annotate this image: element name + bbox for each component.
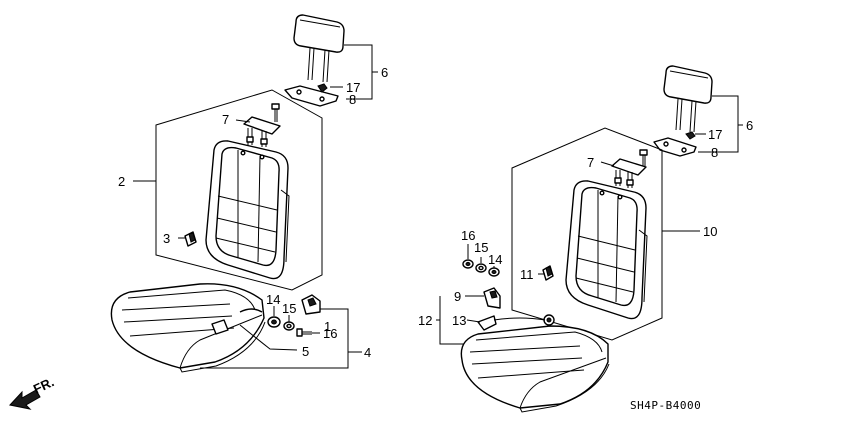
label-part-8-right: 8 <box>711 145 718 160</box>
label-part-7-left: 7 <box>222 112 229 127</box>
left-hinge-bracket <box>243 116 281 147</box>
left-seat-assembly <box>110 14 378 373</box>
left-trim-clip <box>184 231 197 247</box>
left-headrest <box>293 14 345 83</box>
right-clip <box>685 131 696 140</box>
right-hinge-bracket <box>611 158 647 188</box>
left-seat-cushion <box>110 283 266 373</box>
right-bolt <box>639 149 648 166</box>
left-nut-14 <box>267 316 281 328</box>
label-part-7-right: 7 <box>587 155 594 170</box>
right-seat-assembly <box>436 65 743 413</box>
front-direction-label: FR. <box>31 374 56 396</box>
right-washer-15 <box>475 263 487 273</box>
label-part-17-left: 17 <box>346 80 360 95</box>
label-part-6-left: 6 <box>381 65 388 80</box>
label-part-5: 5 <box>302 344 309 359</box>
right-group-boundary <box>511 127 663 341</box>
label-part-4: 4 <box>364 345 371 360</box>
label-part-10: 10 <box>703 224 717 239</box>
front-direction-indicator: FR. <box>9 374 56 410</box>
label-part-12: 12 <box>418 313 432 328</box>
label-part-14-right: 14 <box>488 252 502 267</box>
right-seat-cushion <box>460 314 610 413</box>
label-part-13: 13 <box>452 313 466 328</box>
label-part-9: 9 <box>454 289 461 304</box>
label-part-8-left: 8 <box>349 92 356 107</box>
right-trim-clip <box>542 265 554 281</box>
right-headrest <box>663 65 713 133</box>
right-bolt-16 <box>462 259 474 269</box>
label-part-2: 2 <box>118 174 125 189</box>
left-group-boundary <box>155 89 323 291</box>
left-headrest-guide <box>284 85 339 107</box>
left-clip <box>317 83 328 93</box>
left-seatback <box>205 140 290 280</box>
label-part-3: 3 <box>163 231 170 246</box>
left-seat-bracket-1 <box>301 294 321 315</box>
right-nut-14 <box>488 267 500 277</box>
label-part-16-right: 16 <box>461 228 475 243</box>
left-washer-15 <box>283 321 295 331</box>
label-part-14-left: 14 <box>266 292 280 307</box>
left-bolt <box>271 103 280 122</box>
label-part-11: 11 <box>520 267 534 282</box>
label-part-16-left: 16 <box>323 326 337 341</box>
right-headrest-guide <box>653 137 697 157</box>
label-part-17-right: 17 <box>708 127 722 142</box>
label-part-6-right: 6 <box>746 118 753 133</box>
right-bracket-9 <box>483 287 501 309</box>
part-labels: 1 2 3 4 5 6 6 7 7 8 8 9 10 11 12 13 14 1… <box>118 65 753 360</box>
diagram-code: SH4P-B4000 <box>630 399 701 412</box>
label-part-15-left: 15 <box>282 301 296 316</box>
label-part-15-right: 15 <box>474 240 488 255</box>
left-bolt-16 <box>296 328 312 337</box>
label-part-1: 1 <box>324 319 331 334</box>
front-arrow-icon <box>9 389 41 410</box>
right-bracket-13 <box>477 315 497 331</box>
right-seatback <box>565 180 648 320</box>
